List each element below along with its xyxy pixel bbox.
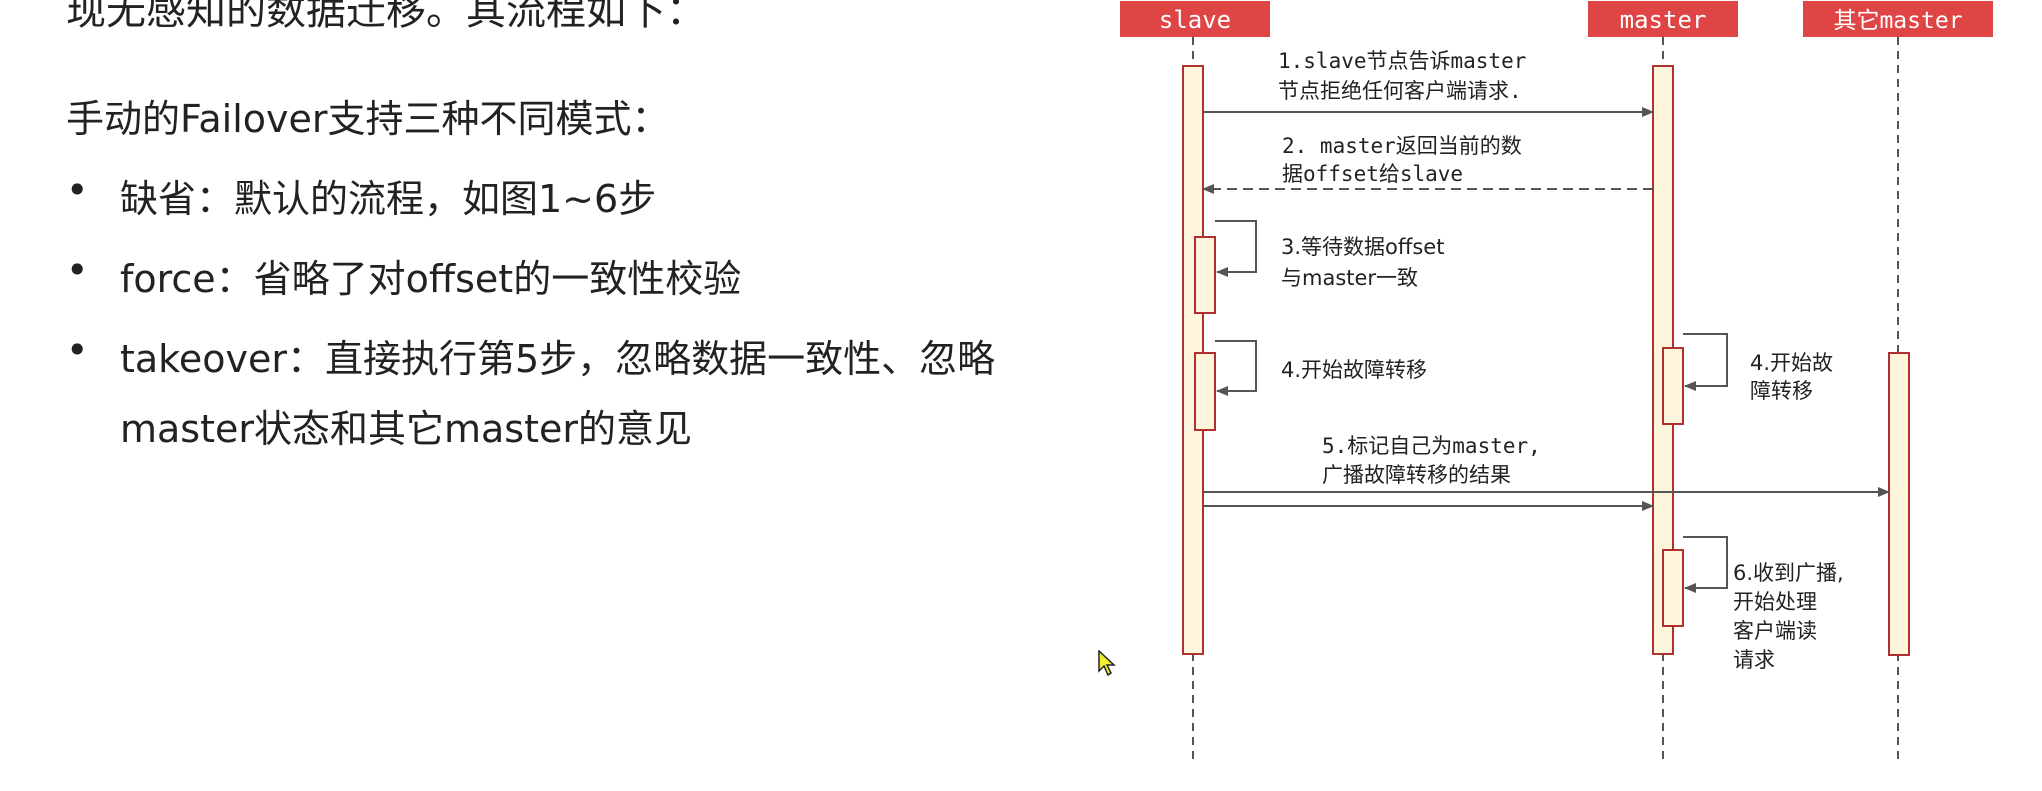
bullet-takeover-continuation: master状态和其它master的意见 <box>120 407 693 451</box>
slave-wait-activation <box>1194 236 1216 314</box>
step3-label-line2: 与master一致 <box>1281 266 1418 290</box>
step6-label-line2: 开始处理 <box>1733 590 1817 614</box>
actor-other-master: 其它master <box>1803 1 1993 37</box>
step6-label-line1: 6.收到广播, <box>1733 561 1844 585</box>
step4-master-label-line2: 障转移 <box>1750 379 1813 403</box>
intro-text: 现无感知的数据迁移。其流程如下： <box>66 0 706 34</box>
other-master-activation <box>1888 352 1910 656</box>
failover-heading: 手动的Failover支持三种不同模式： <box>66 97 670 141</box>
step4-master-label-line1: 4.开始故 <box>1750 351 1833 375</box>
actor-master: master <box>1588 1 1738 37</box>
step6-label-line4: 请求 <box>1733 648 1775 672</box>
step2-label-line1: 2. master返回当前的数 <box>1282 134 1522 158</box>
step4-slave-label: 4.开始故障转移 <box>1281 358 1427 382</box>
slave-failover-activation <box>1194 352 1216 431</box>
step6-self-arrow <box>1683 536 1728 593</box>
step6-label-line3: 客户端读 <box>1733 619 1817 643</box>
bullet-dot: • <box>66 248 89 292</box>
actor-master-box <box>1588 1 1738 37</box>
mouse-cursor-icon <box>1098 650 1116 676</box>
step2-label-line2: 据offset给slave <box>1282 162 1463 186</box>
step5-label-line1: 5.标记自己为master, <box>1322 434 1541 458</box>
actor-other-master-box <box>1803 1 1993 37</box>
actor-other-master-label: 其它master <box>1833 8 1962 34</box>
master-failover-activation <box>1662 347 1684 425</box>
step1-label-line2: 节点拒绝任何客户端请求. <box>1278 79 1522 103</box>
bullet-text: force：省略了对offset的一致性校验 <box>120 257 742 301</box>
actor-slave-label: slave <box>1159 6 1231 34</box>
actor-slave-box <box>1120 1 1270 37</box>
bullet-dot: • <box>66 168 89 212</box>
bullet-text: 缺省：默认的流程，如图1~6步 <box>120 177 657 221</box>
master-broadcast-activation <box>1662 549 1684 627</box>
actor-master-label: master <box>1620 6 1707 34</box>
actor-slave: slave <box>1120 1 1270 37</box>
step3-self-arrow <box>1215 220 1257 277</box>
step3-label-line1: 3.等待数据offset <box>1281 235 1444 259</box>
bullet-dot: • <box>66 328 89 372</box>
step1-label-line1: 1.slave节点告诉master <box>1278 49 1526 73</box>
bullet-text: takeover：直接执行第5步，忽略数据一致性、忽略 <box>120 337 996 381</box>
left-text-panel: 现无感知的数据迁移。其流程如下： 手动的Failover支持三种不同模式： • … <box>66 0 996 451</box>
step4-slave-self-arrow <box>1215 340 1257 396</box>
step5-label-line2: 广播故障转移的结果 <box>1322 463 1511 487</box>
step4-master-self-arrow <box>1683 333 1728 391</box>
